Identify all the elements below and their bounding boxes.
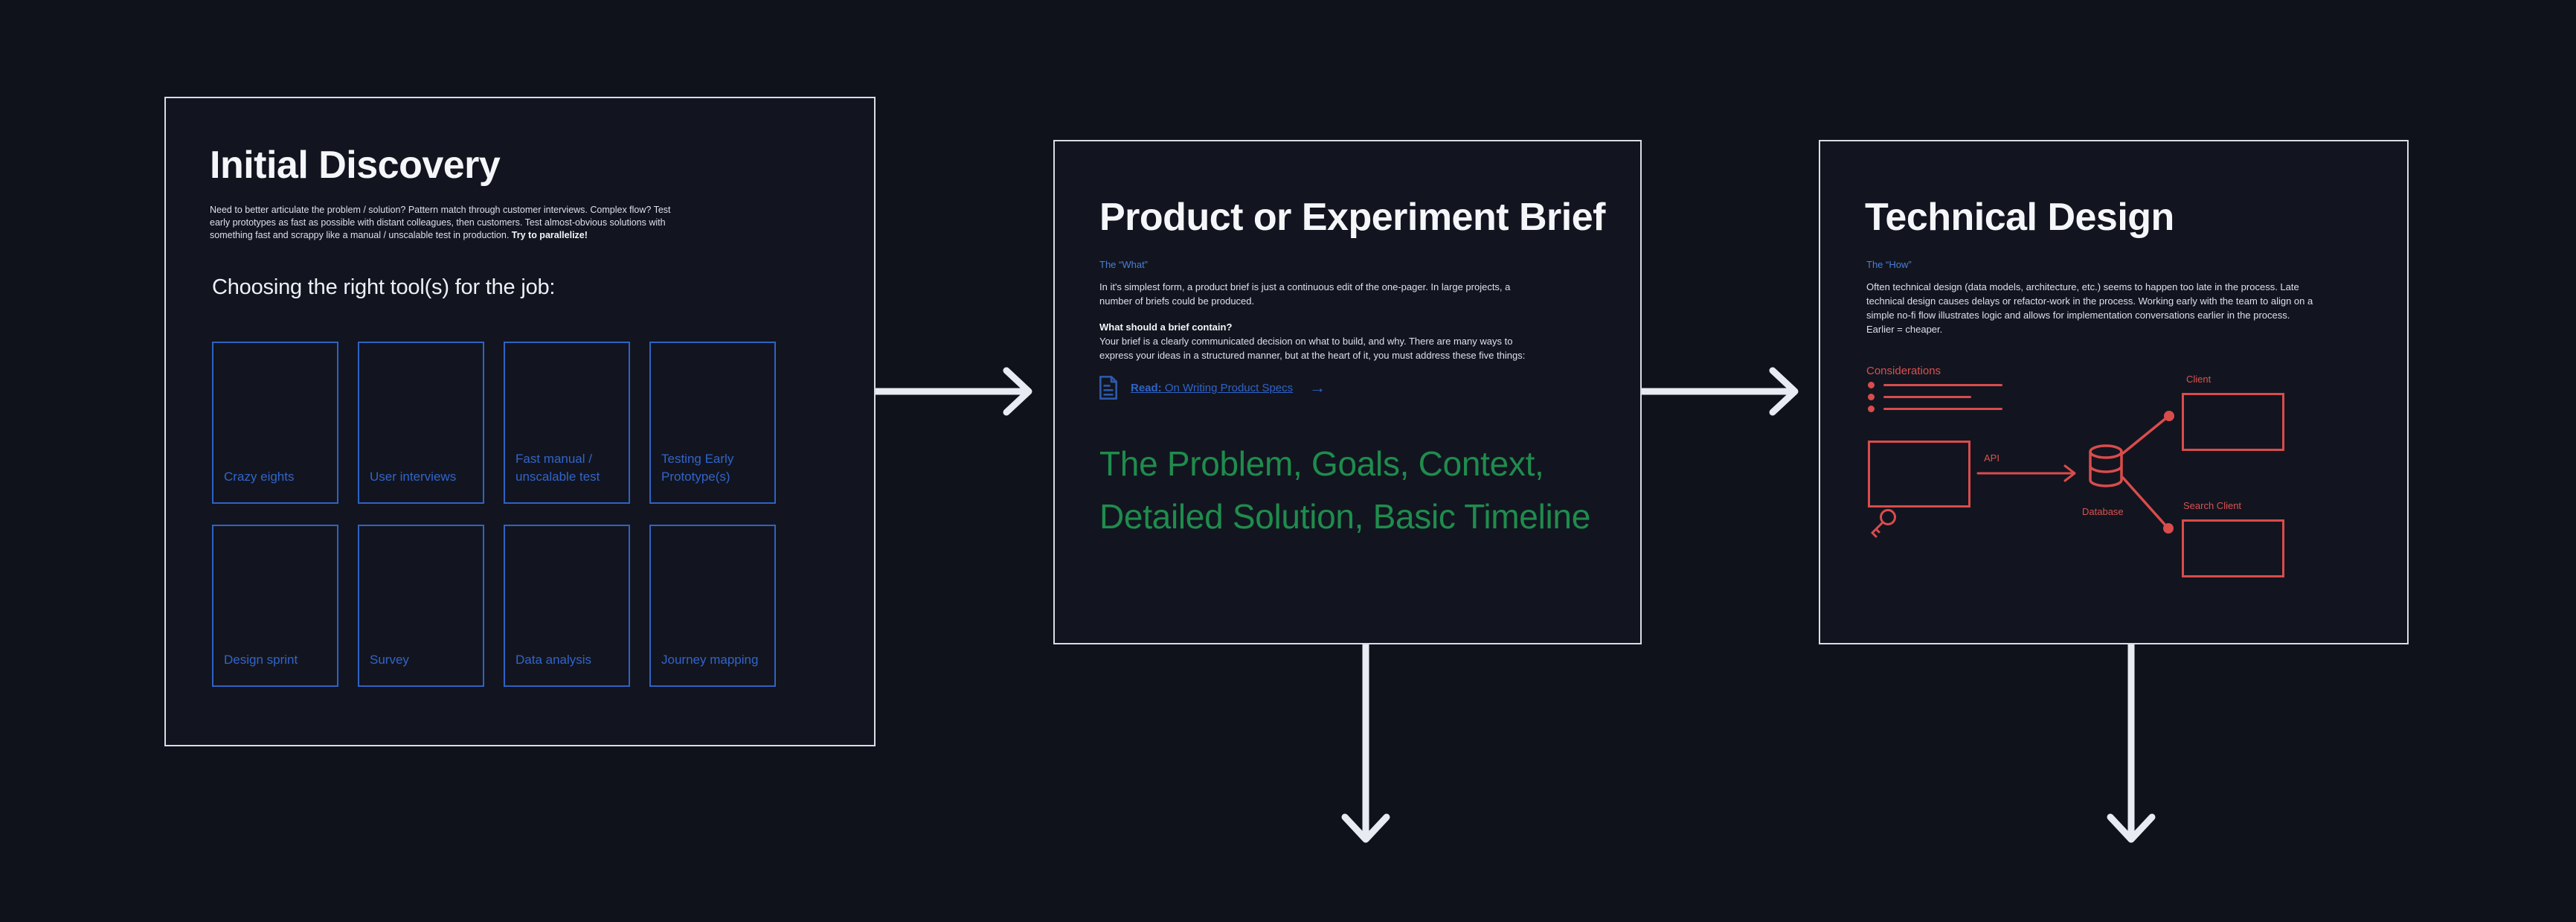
- brief-paragraph-1: In it's simplest form, a product brief i…: [1099, 281, 1511, 307]
- considerations-label: Considerations: [1866, 365, 1941, 377]
- service-box[interactable]: [1868, 441, 1970, 508]
- panel-title-product-brief: Product or Experiment Brief: [1099, 196, 1605, 239]
- brief-highlight-five-things: The Problem, Goals, Context, Detailed So…: [1099, 444, 1590, 536]
- arrow-brief-down: [1341, 644, 1390, 843]
- client-box[interactable]: [2182, 393, 2284, 451]
- consideration-bullet-1: [1868, 382, 2002, 388]
- tool-grid: Crazy eights User interviews Fast manual…: [212, 342, 776, 687]
- consideration-bullet-2: [1868, 394, 1971, 400]
- arrow-discovery-to-brief: [876, 367, 1032, 416]
- tool-label: User interviews: [370, 470, 457, 484]
- brief-question-heading: What should a brief contain?: [1099, 321, 1233, 333]
- panel-initial-discovery: Initial Discovery Need to better articul…: [164, 97, 876, 746]
- discovery-intro-paragraph: Need to better articulate the problem / …: [210, 204, 690, 241]
- tool-card-design-sprint[interactable]: Design sprint: [212, 525, 338, 687]
- tool-label: Design sprint: [224, 653, 298, 667]
- bullet-line: [1883, 384, 2002, 386]
- tool-label: Crazy eights: [224, 470, 295, 484]
- tool-card-user-interviews[interactable]: User interviews: [358, 342, 484, 504]
- arrow-technical-down: [2107, 644, 2156, 843]
- panel-technical-design: Technical Design The “How” Often technic…: [1819, 140, 2409, 644]
- api-arrow: [1976, 464, 2076, 482]
- panel-title-technical-design: Technical Design: [1865, 196, 2174, 239]
- database-icon: [2089, 444, 2123, 487]
- key-icon: [1871, 509, 1896, 538]
- tool-label: Fast manual / unscalable test: [515, 452, 600, 484]
- tool-card-crazy-eights[interactable]: Crazy eights: [212, 342, 338, 504]
- database-search-connector: [2121, 476, 2174, 534]
- document-icon: [1096, 374, 1120, 402]
- brief-kicker-the-what: The “What”: [1099, 259, 1149, 270]
- link-label-title: On Writing Product Specs: [1161, 381, 1294, 394]
- bullet-dot: [1868, 394, 1875, 400]
- technical-kicker-the-how: The “How”: [1866, 259, 1912, 270]
- bullet-dot: [1868, 406, 1875, 412]
- brief-paragraph-2: Your brief is a clearly communicated dec…: [1099, 336, 1526, 361]
- discovery-intro-bold: Try to parallelize!: [511, 229, 588, 240]
- discovery-intro-text: Need to better articulate the problem / …: [210, 205, 671, 240]
- link-label: Read: On Writing Product Specs: [1131, 382, 1293, 394]
- panel-title-initial-discovery: Initial Discovery: [210, 144, 501, 187]
- api-label: API: [1984, 452, 2000, 464]
- search-client-label: Search Client: [2183, 500, 2242, 511]
- tool-label: Testing Early Prototype(s): [661, 452, 734, 484]
- consideration-bullet-3: [1868, 406, 2002, 412]
- tool-label: Journey mapping: [661, 653, 759, 667]
- technical-paragraph: Often technical design (data models, arc…: [1866, 281, 2313, 335]
- tool-card-survey[interactable]: Survey: [358, 525, 484, 687]
- tool-label: Survey: [370, 653, 409, 667]
- bullet-line: [1883, 396, 1971, 398]
- bullet-line: [1883, 408, 2002, 410]
- search-client-box[interactable]: [2182, 519, 2284, 577]
- panel-product-experiment-brief: Product or Experiment Brief The “What” I…: [1053, 140, 1642, 644]
- tool-card-data-analysis[interactable]: Data analysis: [504, 525, 630, 687]
- client-label: Client: [2186, 374, 2212, 385]
- arrow-brief-to-technical: [1642, 367, 1799, 416]
- tool-card-journey-mapping[interactable]: Journey mapping: [649, 525, 776, 687]
- link-label-read: Read:: [1131, 381, 1162, 394]
- read-product-specs-link[interactable]: Read: On Writing Product Specs →: [1096, 374, 1326, 402]
- database-label: Database: [2082, 506, 2124, 517]
- bullet-dot: [1868, 382, 1875, 388]
- tool-card-fast-manual-unscalable-test[interactable]: Fast manual / unscalable test: [504, 342, 630, 504]
- link-arrow-icon: →: [1309, 378, 1326, 397]
- database-client-connector: [2121, 411, 2174, 455]
- tool-card-testing-early-prototypes[interactable]: Testing Early Prototype(s): [649, 342, 776, 504]
- discovery-subheading: Choosing the right tool(s) for the job:: [212, 275, 556, 299]
- tool-label: Data analysis: [515, 653, 592, 667]
